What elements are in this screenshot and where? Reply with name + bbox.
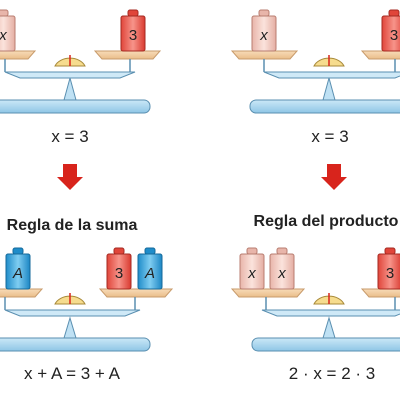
arrow-down-icon (321, 164, 347, 190)
weight-x: x (0, 9, 16, 52)
weight-three: 3 (381, 9, 400, 52)
equation-top-right: x = 3 (311, 127, 348, 146)
weight-three: 3 (120, 9, 146, 52)
weight-x: x (269, 247, 295, 290)
svg-text:A: A (144, 265, 155, 282)
svg-text:A: A (12, 265, 23, 282)
scale-stand (63, 316, 77, 339)
equation-bottom-left: x + A = 3 + A (24, 364, 121, 383)
weight-x: x (239, 247, 265, 290)
left-pan (230, 50, 299, 60)
svg-text:x: x (259, 27, 268, 44)
right-pan (93, 50, 162, 60)
scale-beam (261, 309, 400, 317)
scale-base (249, 99, 400, 114)
weight-a: A (137, 247, 163, 290)
scale-stand (322, 76, 336, 101)
right-pan (98, 288, 174, 298)
scale-base (0, 99, 151, 114)
scale-bottom-right: Regla del producto x x 3 2 · x = 2 · 3 (230, 213, 400, 383)
right-pan (360, 50, 400, 60)
scale-beam (4, 71, 136, 79)
scale-base (251, 337, 400, 352)
weight-three: 3 (106, 247, 132, 290)
svg-text:3: 3 (386, 265, 394, 282)
weight-three: 3 (377, 247, 400, 290)
right-pan (360, 288, 400, 298)
scale-bottom-left: Regla de la suma A 3 A x + A = 3 + A (0, 217, 174, 383)
weight-a: A (5, 247, 31, 290)
left-pan (0, 50, 37, 60)
weight-x: x (251, 9, 277, 52)
svg-text:3: 3 (129, 27, 137, 44)
svg-text:3: 3 (115, 265, 123, 282)
left-pan (230, 288, 306, 298)
arrow-down-icon (57, 164, 83, 190)
svg-text:x: x (0, 27, 7, 44)
equation-bottom-right: 2 · x = 2 · 3 (289, 364, 375, 383)
title-sum-rule: Regla de la suma (7, 217, 138, 234)
title-product-rule: Regla del producto (254, 213, 399, 230)
scale-base (0, 337, 151, 352)
svg-text:x: x (277, 265, 286, 282)
scale-top-left: x 3 x = 3 (0, 9, 162, 190)
svg-text:3: 3 (390, 27, 398, 44)
left-pan (0, 288, 44, 298)
scale-beam (263, 71, 400, 79)
scale-stand (63, 76, 77, 101)
svg-text:x: x (247, 265, 256, 282)
scale-stand (322, 316, 336, 339)
scale-beam (4, 309, 141, 317)
equation-top-left: x = 3 (51, 127, 88, 146)
scale-top-right: x 3 x = 3 (230, 9, 400, 190)
